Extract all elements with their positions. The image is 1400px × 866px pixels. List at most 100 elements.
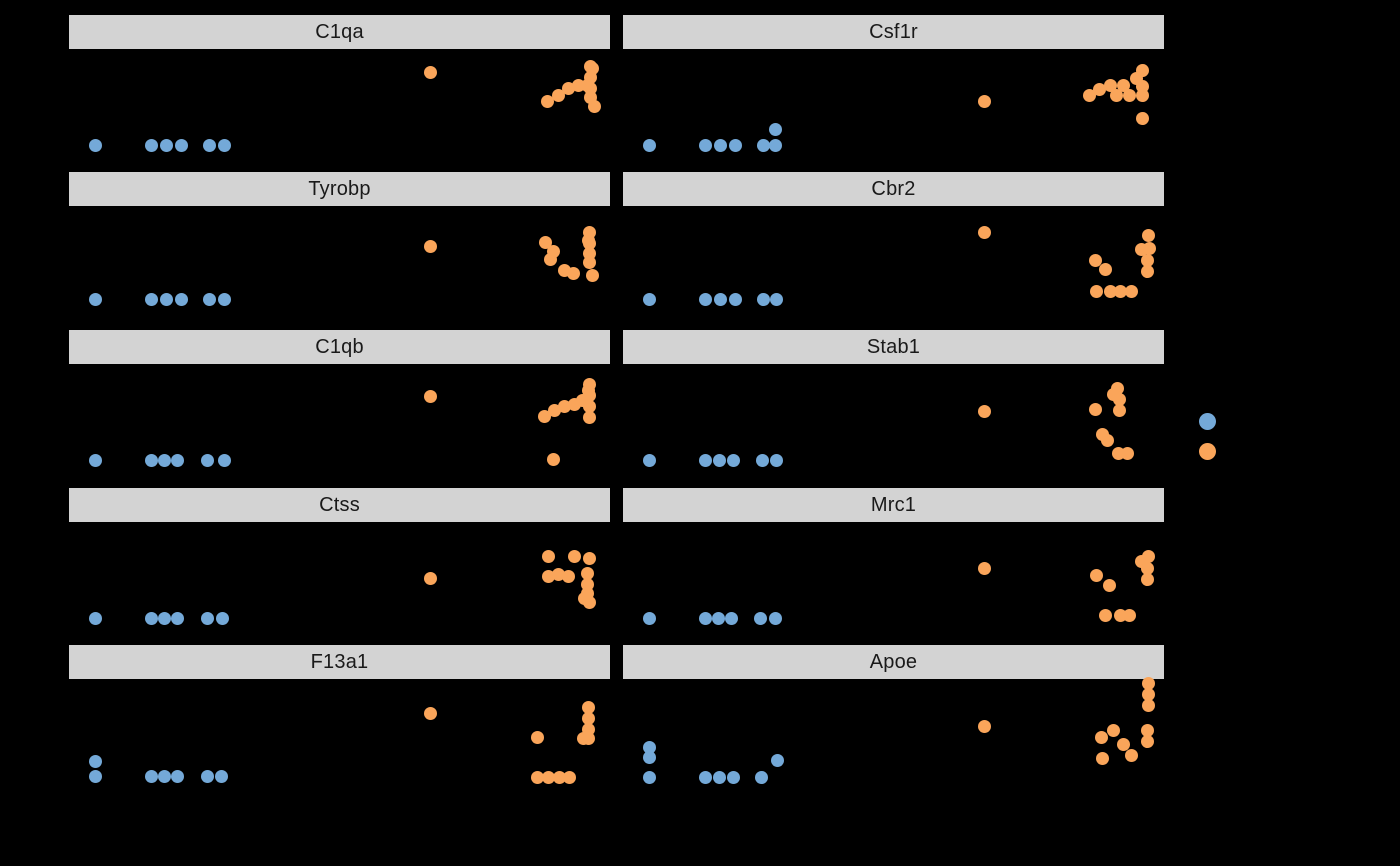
plot-area-cbr2 [623, 206, 1164, 328]
legend-key-blue[interactable] [1199, 413, 1216, 430]
legend-key-orange[interactable] [1199, 443, 1216, 460]
strip-label: C1qb [315, 336, 364, 358]
data-point [217, 453, 231, 467]
data-point [1106, 388, 1120, 401]
data-point [170, 611, 184, 625]
data-point [576, 732, 590, 746]
data-point [1135, 64, 1149, 78]
data-point [1140, 734, 1154, 748]
data-point [728, 293, 742, 307]
data-point [541, 771, 555, 785]
data-point [1088, 402, 1102, 416]
data-point [1112, 403, 1126, 417]
data-point [768, 123, 782, 137]
plot-area-c1qa [69, 49, 610, 171]
data-point [581, 700, 595, 714]
data-point [770, 754, 784, 768]
data-point [642, 611, 656, 625]
data-point [582, 552, 596, 566]
data-point [582, 411, 596, 425]
data-point [1092, 82, 1106, 96]
data-point [712, 453, 726, 467]
data-point [1140, 723, 1154, 737]
data-point [157, 453, 171, 467]
data-point [1135, 112, 1149, 126]
data-point [1102, 578, 1116, 592]
data-point [170, 770, 184, 784]
data-point [756, 293, 770, 307]
data-point [585, 269, 599, 283]
data-point [1089, 284, 1103, 298]
data-point [753, 611, 767, 625]
plot-area-apoe [623, 677, 1164, 801]
data-point [88, 293, 102, 307]
data-point [88, 755, 102, 769]
data-point [144, 611, 158, 625]
data-point [698, 771, 712, 785]
plot-area-stab1 [623, 364, 1164, 486]
data-point [977, 720, 991, 734]
data-point [159, 293, 173, 307]
data-point [977, 561, 991, 575]
data-point [1142, 242, 1156, 256]
data-point [144, 293, 158, 307]
strip-label: Ctss [319, 494, 360, 516]
data-point [170, 453, 184, 467]
data-point [88, 611, 102, 625]
plot-area-csf1r [623, 49, 1164, 171]
data-point [754, 771, 768, 785]
strip-mrc1: Mrc1 [623, 488, 1164, 522]
data-point [157, 770, 171, 784]
data-point [1098, 262, 1112, 276]
data-point [587, 99, 601, 113]
strip-f13a1: F13a1 [69, 645, 610, 679]
strip-label: Mrc1 [870, 494, 917, 516]
data-point [1140, 265, 1154, 279]
data-point [1140, 254, 1154, 268]
legend [1185, 400, 1385, 490]
data-point [756, 138, 770, 152]
data-point [1140, 561, 1154, 575]
data-point [537, 409, 551, 423]
data-point [157, 611, 171, 625]
data-point [724, 611, 738, 625]
data-point [580, 566, 594, 580]
data-point [582, 400, 596, 414]
data-point [1124, 749, 1138, 763]
data-point [577, 592, 591, 606]
data-point [541, 570, 555, 584]
data-point [530, 731, 544, 745]
data-point [642, 750, 656, 764]
data-point [698, 293, 712, 307]
data-point [1141, 688, 1155, 702]
data-point [144, 770, 158, 784]
data-point [88, 138, 102, 152]
data-point [561, 570, 575, 584]
data-point [1122, 609, 1136, 623]
strip-label: Stab1 [866, 336, 921, 358]
data-point [1106, 723, 1120, 737]
data-point [144, 453, 158, 467]
data-point [698, 453, 712, 467]
data-point [726, 453, 740, 467]
data-point [200, 611, 214, 625]
data-point [1141, 677, 1155, 691]
data-point [530, 771, 544, 785]
data-point [1095, 751, 1109, 765]
plot-area-ctss [69, 522, 610, 644]
data-point [541, 549, 555, 563]
plot-area-c1qb [69, 364, 610, 486]
data-point [1098, 609, 1112, 623]
strip-label: Cbr2 [871, 178, 916, 200]
data-point [1113, 284, 1127, 298]
data-point [423, 390, 437, 404]
data-point [642, 138, 656, 152]
data-point [698, 138, 712, 152]
data-point [423, 239, 437, 253]
data-point [551, 567, 565, 581]
data-point [174, 293, 188, 307]
data-point [642, 740, 656, 754]
data-point [174, 138, 188, 152]
data-point [1141, 699, 1155, 713]
